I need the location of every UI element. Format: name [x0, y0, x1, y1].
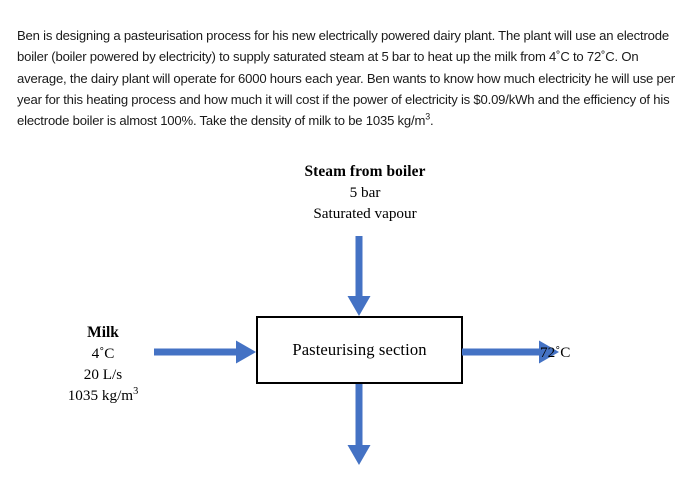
- steam-inlet-pressure: 5 bar: [349, 184, 381, 201]
- milk-inlet-title: Milk: [87, 324, 119, 341]
- milk-inlet-density: 1035 kg/m3: [33, 385, 173, 406]
- milk-outlet-temperature: 72˚C: [540, 344, 571, 361]
- density-exponent: 3: [425, 111, 430, 122]
- steam-inlet-label-group: Steam from boiler 5 bar Saturated vapour: [255, 161, 475, 224]
- steam-inlet-arrow: [343, 236, 375, 318]
- milk-outlet-arrow-icon: [462, 340, 559, 364]
- milk-inlet-flow-rate: 20 L/s: [83, 366, 123, 383]
- pasteurising-section-label: Pasteurising section: [292, 340, 427, 359]
- milk-inlet-temperature: 4˚C: [91, 345, 115, 362]
- problem-statement-period: .: [429, 112, 434, 128]
- pasteurising-section-box: Pasteurising section: [256, 316, 463, 384]
- steam-inlet-state: Saturated vapour: [313, 205, 417, 222]
- milk-inlet-density-exponent: 3: [133, 385, 139, 397]
- milk-outlet-arrow: [462, 339, 562, 365]
- steam-inlet-title: Steam from boiler: [304, 163, 426, 180]
- steam-inlet-arrow-icon: [347, 236, 371, 316]
- milk-inlet-density-value: 1035 kg/m: [67, 387, 134, 404]
- milk-inlet-arrow-icon: [154, 340, 256, 364]
- milk-outlet-label-group: 72˚C: [540, 342, 650, 363]
- problem-statement-text: Ben is designing a pasteurisation proces…: [17, 28, 675, 128]
- condensate-outlet-arrow-icon: [347, 384, 371, 465]
- problem-statement-paragraph: Ben is designing a pasteurisation proces…: [17, 25, 691, 131]
- process-flow-diagram: Steam from boiler 5 bar Saturated vapour…: [0, 150, 700, 485]
- milk-inlet-arrow: [154, 339, 258, 365]
- condensate-outlet-arrow: [343, 384, 375, 468]
- milk-inlet-label-group: Milk 4˚C 20 L/s 1035 kg/m3: [33, 322, 173, 406]
